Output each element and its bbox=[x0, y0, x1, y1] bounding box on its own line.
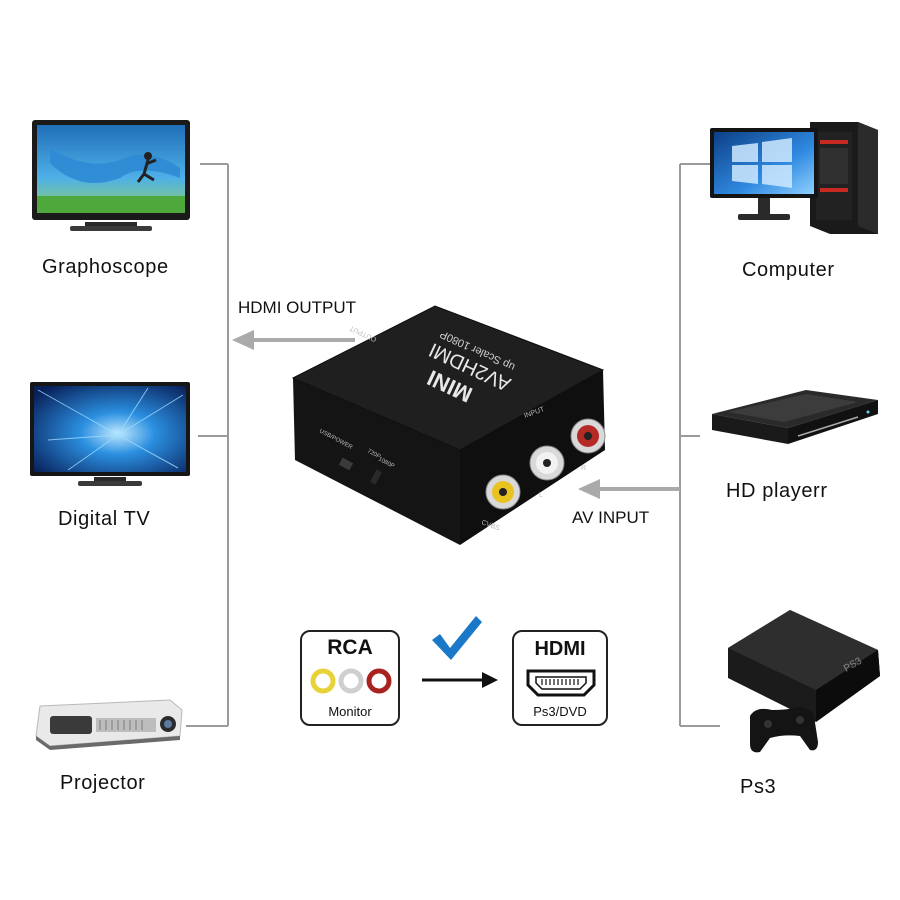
rca-box-caption: Monitor bbox=[328, 704, 372, 719]
port-label-output: OUTPUT bbox=[348, 324, 378, 343]
device-label-projector: Projector bbox=[60, 772, 146, 794]
conversion-arrow-icon bbox=[422, 672, 498, 688]
hdmi-box-title: HDMI bbox=[534, 638, 586, 660]
desktop-computer-icon bbox=[710, 122, 878, 234]
rca-jack-cvbs bbox=[485, 474, 521, 510]
hdmi-box: HDMI Ps3/DVD bbox=[512, 630, 608, 726]
input-bracket bbox=[679, 163, 720, 727]
input-arrow bbox=[578, 479, 680, 499]
projector-icon bbox=[35, 699, 183, 750]
port-label-l: L bbox=[539, 492, 543, 499]
output-arrow bbox=[232, 330, 355, 350]
port-label-cvbs: CVBS bbox=[480, 519, 501, 532]
device-label-ps3: Ps3 bbox=[740, 776, 777, 798]
rca-box: RCA Monitor bbox=[300, 630, 400, 726]
tv-icon bbox=[32, 120, 190, 231]
rca-jack-right bbox=[570, 418, 606, 454]
game-console-icon: PS3 bbox=[728, 610, 880, 753]
hd-player-icon bbox=[712, 390, 878, 444]
device-label-computer: Computer bbox=[742, 259, 835, 281]
digital-tv-icon bbox=[30, 382, 190, 486]
output-bracket bbox=[186, 163, 229, 727]
device-label-digital-tv: Digital TV bbox=[58, 508, 151, 530]
av-input-label: AV INPUT bbox=[572, 508, 650, 527]
device-label-hd-player: HD playerr bbox=[726, 480, 828, 502]
device-label-graphoscope: Graphoscope bbox=[42, 256, 169, 278]
checkmark-icon bbox=[432, 616, 482, 660]
av2hdmi-converter: MINI AV2HDMI up Scaler 1080P OUTPUT INPU… bbox=[291, 305, 606, 545]
port-label-r: R bbox=[581, 465, 586, 472]
hdmi-port-icon bbox=[526, 669, 596, 697]
rca-plugs-icon bbox=[310, 668, 392, 694]
rca-box-title: RCA bbox=[327, 636, 373, 659]
port-label-720p: 720P bbox=[366, 448, 381, 460]
rca-jack-left bbox=[529, 445, 565, 481]
hdmi-output-label: HDMI OUTPUT bbox=[238, 298, 357, 317]
hdmi-box-caption: Ps3/DVD bbox=[533, 704, 587, 719]
